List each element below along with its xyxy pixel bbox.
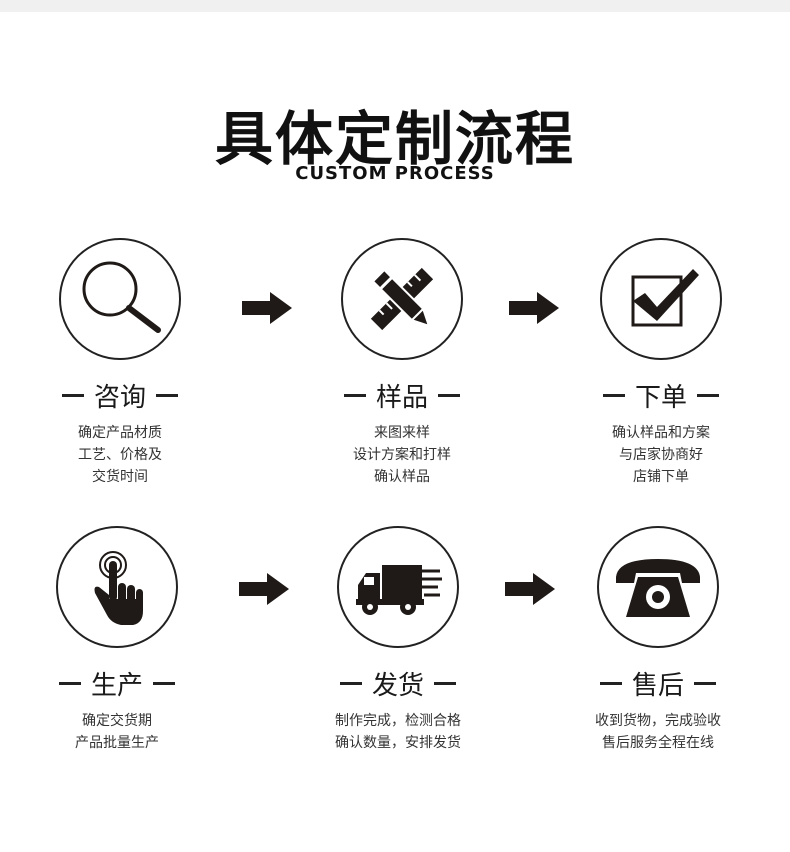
dash-right	[153, 681, 175, 685]
page-title: 具体定制流程	[214, 105, 575, 173]
dash-right	[694, 681, 716, 685]
delivery-truck-icon	[356, 565, 442, 615]
step-title: 样品	[375, 382, 428, 413]
desc-line: 产品批量生产	[75, 735, 159, 751]
dash-left	[602, 393, 625, 397]
step-title-row: 售后	[558, 666, 758, 701]
dash-left	[58, 681, 81, 685]
desc-line: 交货时间	[92, 469, 148, 485]
step-title-row: 发货	[298, 666, 498, 701]
step-circle	[600, 238, 722, 360]
step-description: 收到货物，完成验收 售后服务全程在线	[558, 710, 758, 754]
desc-line: 设计方案和打样	[353, 447, 451, 463]
desc-line: 确认数量，安排发货	[335, 735, 461, 751]
step-description: 确认样品和方案 与店家协商好 店铺下单	[561, 422, 761, 488]
step-title: 售后	[631, 670, 684, 701]
top-bar	[0, 0, 790, 12]
step-description: 制作完成，检测合格 确认数量，安排发货	[298, 710, 498, 754]
desc-line: 工艺、价格及	[78, 447, 162, 463]
step-shipping: 发货 制作完成，检测合格 确认数量，安排发货	[298, 526, 498, 754]
step-consult: 咨询 确定产品材质 工艺、价格及 交货时间	[20, 238, 220, 488]
dash-left	[61, 393, 84, 397]
arrow-right-icon	[509, 292, 559, 324]
step-title: 咨询	[93, 382, 146, 413]
arrow-right-icon	[242, 292, 292, 324]
dash-right	[438, 393, 460, 397]
step-circle	[56, 526, 178, 648]
step-title: 发货	[371, 670, 424, 701]
page-subtitle: CUSTOM PROCESS	[295, 163, 495, 184]
step-after-sales: 售后 收到货物，完成验收 售后服务全程在线	[558, 526, 758, 754]
step-title-row: 样品	[302, 378, 502, 413]
step-circle	[59, 238, 181, 360]
pencil-ruler-icon	[370, 267, 434, 331]
step-circle	[337, 526, 459, 648]
dash-left	[343, 393, 366, 397]
desc-line: 确定产品材质	[78, 425, 162, 441]
step-description: 确定交货期 产品批量生产	[17, 710, 217, 754]
desc-line: 收到货物，完成验收	[595, 713, 721, 729]
arrow-right-icon	[239, 573, 289, 605]
step-description: 来图来样 设计方案和打样 确认样品	[302, 422, 502, 488]
step-title-row: 下单	[561, 378, 761, 413]
step-sample: 样品 来图来样 设计方案和打样 确认样品	[302, 238, 502, 488]
step-title: 下单	[634, 382, 687, 413]
desc-line: 售后服务全程在线	[602, 735, 714, 751]
dash-right	[156, 393, 178, 397]
telephone-icon	[616, 559, 700, 617]
magnifier-icon	[82, 261, 161, 333]
desc-line: 确定交货期	[82, 713, 152, 729]
step-title-row: 咨询	[20, 378, 220, 413]
checkbox-icon	[631, 269, 699, 327]
step-circle	[597, 526, 719, 648]
step-description: 确定产品材质 工艺、价格及 交货时间	[20, 422, 220, 488]
step-circle	[341, 238, 463, 360]
desc-line: 来图来样	[374, 425, 430, 441]
dash-right	[434, 681, 456, 685]
step-production: 生产 确定交货期 产品批量生产	[17, 526, 217, 754]
hand-tap-icon	[94, 551, 143, 625]
desc-line: 确认样品和方案	[612, 425, 710, 441]
desc-line: 与店家协商好	[619, 447, 703, 463]
step-order: 下单 确认样品和方案 与店家协商好 店铺下单	[561, 238, 761, 488]
arrow-right-icon	[505, 573, 555, 605]
dash-right	[697, 393, 719, 397]
dash-left	[339, 681, 362, 685]
step-title-row: 生产	[17, 666, 217, 701]
step-title: 生产	[90, 670, 143, 701]
desc-line: 确认样品	[374, 469, 430, 485]
desc-line: 制作完成，检测合格	[335, 713, 461, 729]
dash-left	[599, 681, 622, 685]
desc-line: 店铺下单	[633, 469, 689, 485]
